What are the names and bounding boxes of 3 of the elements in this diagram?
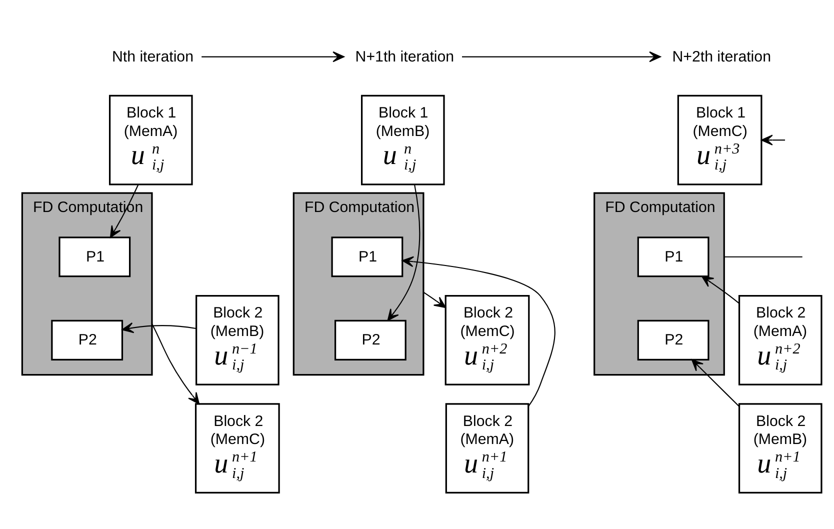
node-text: Nth iteration	[111, 48, 194, 65]
node-text: N+1th iteration	[354, 48, 454, 65]
node-text: N+2th iteration	[672, 48, 771, 65]
